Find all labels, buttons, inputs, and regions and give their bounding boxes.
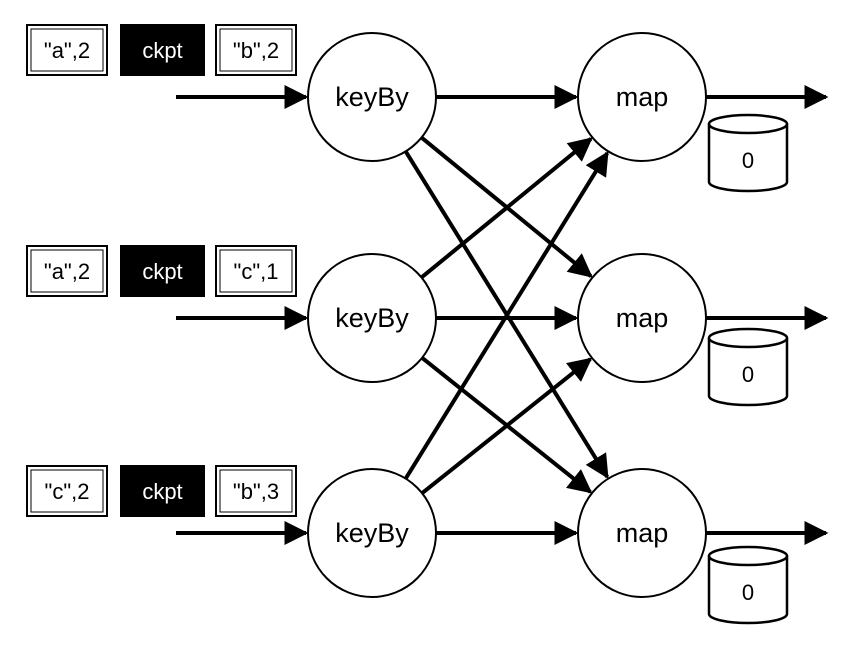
stream-record-box — [215, 245, 297, 297]
state-store-top — [707, 327, 789, 349]
keyby-node-2: keyBy — [307, 253, 437, 383]
stream-record: "c",2 — [26, 465, 108, 517]
input-stream-3: "c",2 ckpt "b",3 — [26, 465, 297, 517]
map-node-2-circle — [577, 253, 707, 383]
keyby-node-3-label: keyBy — [335, 518, 409, 548]
stream-record: "b",2 — [215, 24, 297, 76]
stream-record-label: "c",1 — [234, 259, 279, 284]
stream-record-box — [215, 465, 297, 517]
stream-record-label: "b",2 — [233, 38, 279, 63]
checkpoint-barrier-box — [120, 24, 205, 76]
state-store-1: 0 — [707, 113, 789, 193]
map-node-2: map — [577, 253, 707, 383]
keyby-node-3-circle — [307, 468, 437, 598]
state-store-body — [707, 124, 789, 193]
state-store-2: 0 — [707, 327, 789, 407]
stream-record-box — [215, 24, 297, 76]
input-stream-1: "a",2 ckpt "b",2 — [26, 24, 297, 76]
map-node-1-circle — [577, 32, 707, 162]
state-store-top — [707, 545, 789, 567]
keyby-node-2-circle — [307, 253, 437, 383]
shuffle-edge-keyby3-map1 — [403, 151, 609, 480]
map-node-1-label: map — [616, 82, 669, 112]
stream-record: "c",1 — [215, 245, 297, 297]
stream-record-box — [26, 245, 108, 297]
stream-record-box — [26, 465, 108, 517]
map-node-3: map — [577, 468, 707, 598]
stream-record-inner-border — [219, 249, 293, 293]
checkpoint-barrier-box — [120, 465, 205, 517]
state-store-3: 0 — [707, 545, 789, 625]
checkpoint-barrier-label: ckpt — [142, 479, 182, 504]
shuffle-edge-keyby2-map1 — [420, 137, 593, 280]
checkpoint-barrier-label: ckpt — [142, 38, 182, 63]
checkpoint-barrier-box — [120, 245, 205, 297]
state-store-body — [707, 338, 789, 407]
stream-record-box — [26, 24, 108, 76]
keyby-node-1-label: keyBy — [335, 82, 409, 112]
stream-record-inner-border — [30, 249, 104, 293]
stream-record-label: "a",2 — [44, 38, 90, 63]
stream-record-inner-border — [30, 28, 104, 72]
keyby-node-3: keyBy — [307, 468, 437, 598]
state-value: 0 — [742, 580, 754, 605]
checkpoint-barrier: ckpt — [120, 24, 205, 76]
map-node-3-label: map — [616, 518, 669, 548]
stream-record-inner-border — [219, 28, 293, 72]
map-node-3-circle — [577, 468, 707, 598]
state-store-top — [707, 113, 789, 135]
checkpoint-barrier: ckpt — [120, 245, 205, 297]
keyby-node-2-label: keyBy — [335, 303, 409, 333]
stream-record-label: "b",3 — [233, 479, 279, 504]
stream-record-inner-border — [30, 469, 104, 513]
input-stream-2: "a",2 ckpt "c",1 — [26, 245, 297, 297]
map-node-1: map — [577, 32, 707, 162]
state-value: 0 — [742, 362, 754, 387]
stream-record: "b",3 — [215, 465, 297, 517]
keyby-node-1: keyBy — [307, 32, 437, 162]
checkpoint-barrier: ckpt — [120, 465, 205, 517]
stream-record-inner-border — [219, 469, 293, 513]
stream-record-label: "c",2 — [45, 479, 90, 504]
checkpoint-barrier-label: ckpt — [142, 259, 182, 284]
keyby-node-1-circle — [307, 32, 437, 162]
map-node-2-label: map — [616, 303, 669, 333]
stream-record: "a",2 — [26, 245, 108, 297]
stream-record: "a",2 — [26, 24, 108, 76]
state-value: 0 — [742, 148, 754, 173]
stream-record-label: "a",2 — [44, 259, 90, 284]
state-store-body — [707, 556, 789, 625]
shuffle-edge-keyby3-map2 — [420, 357, 593, 495]
